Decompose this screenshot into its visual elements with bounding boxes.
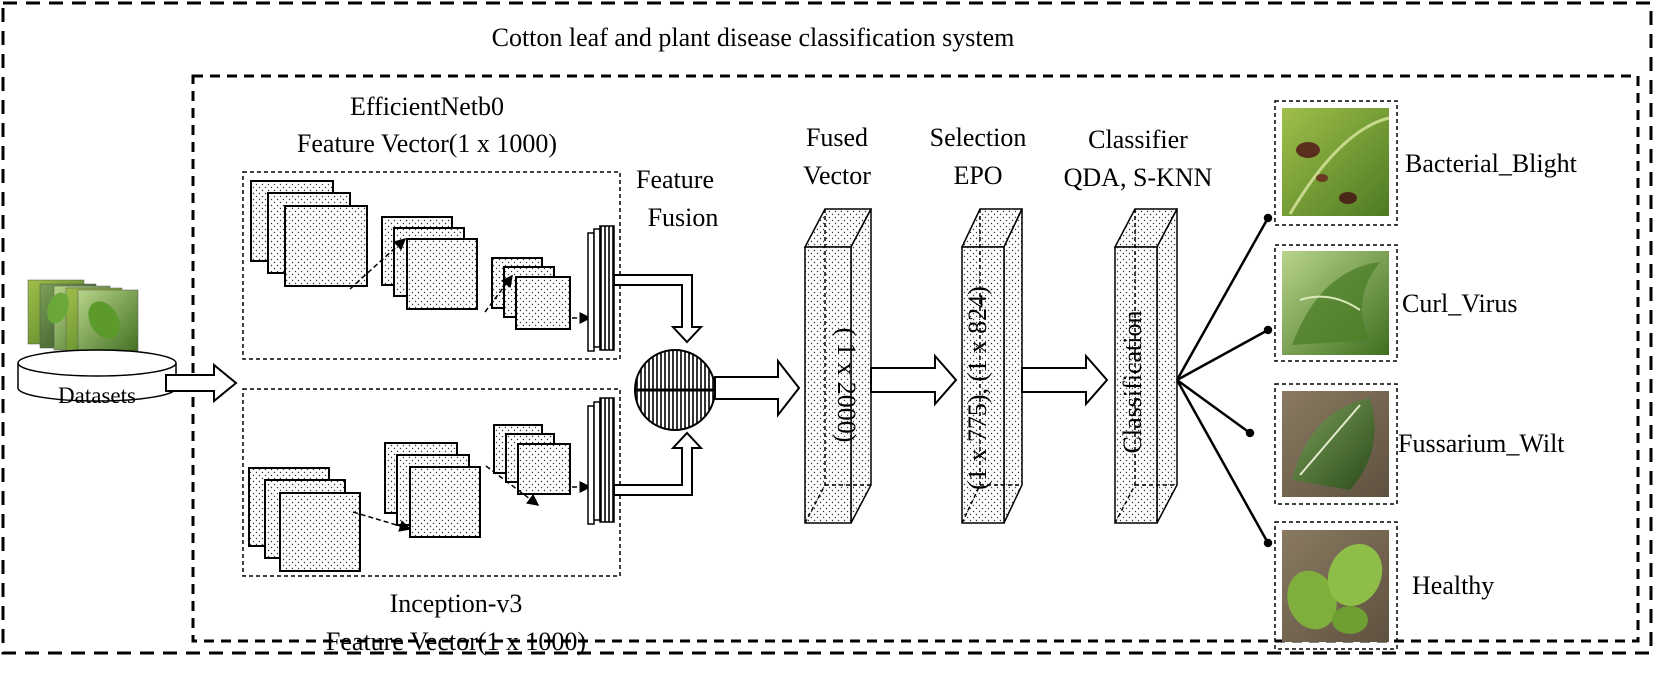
efficientnet-vector-label: Feature Vector(1 x 1000) — [297, 129, 557, 158]
inception-feature-block — [587, 397, 615, 525]
arrow-fusion-to-fused — [714, 358, 801, 418]
inception-flow-lines — [352, 465, 592, 532]
healthy-image — [1282, 530, 1389, 642]
inception-layers — [248, 424, 571, 572]
inception-box — [242, 388, 621, 577]
datasets-label: Datasets — [58, 383, 136, 408]
class-bacterial-blight — [1274, 100, 1398, 226]
class-label-healthy: Healthy — [1412, 571, 1494, 600]
selection-label-2: EPO — [953, 161, 1002, 190]
inception-vector-label: Feature Vector(1 x 1000) — [326, 627, 586, 656]
inner-frame — [191, 74, 1640, 643]
inception-title: Inception-v3 — [390, 589, 523, 618]
classifier-block — [1113, 208, 1179, 524]
selection-size: (1 x 775), (1 x 824) — [963, 286, 992, 490]
arrow-datasets-to-networks — [165, 362, 238, 404]
datasets-group: Datasets — [17, 279, 177, 408]
efficientnet-title: EfficientNetb0 — [350, 92, 504, 121]
efficientnet-layers — [250, 180, 571, 330]
output-connectors — [1175, 213, 1273, 548]
class-label-fussarium-wilt: Fussarium_Wilt — [1398, 429, 1565, 458]
efficientnet-flow-lines — [349, 237, 592, 324]
database-disc-top — [17, 349, 177, 377]
fusion-connectors — [613, 274, 704, 496]
feature-fusion-label-2: Fusion — [648, 203, 719, 232]
classifier-label-1: Classifier — [1088, 125, 1188, 154]
class-fussarium-wilt — [1274, 383, 1398, 505]
feature-fusion-label-1: Feature — [636, 165, 714, 194]
class-healthy — [1274, 521, 1398, 650]
fused-vector-label-2: Vector — [803, 161, 871, 190]
fussarium-wilt-image — [1282, 391, 1389, 497]
selection-label-1: Selection — [930, 123, 1027, 152]
class-label-curl-virus: Curl_Virus — [1402, 289, 1517, 318]
classifier-label-2: QDA, S-KNN — [1064, 163, 1213, 192]
class-curl-virus — [1274, 244, 1398, 362]
arrow-fused-to-selection — [870, 353, 958, 407]
bacterial-blight-image — [1282, 108, 1390, 216]
selection-block — [960, 208, 1024, 524]
efficientnet-feature-block — [587, 225, 615, 352]
fused-vector-block — [803, 208, 873, 524]
classification-label: Classification — [1118, 311, 1147, 454]
fused-vector-label-1: Fused — [806, 123, 868, 152]
dataset-images — [27, 279, 139, 355]
curl-virus-image — [1282, 251, 1389, 355]
fused-vector-size: ( 1 x 2000) — [832, 328, 861, 443]
efficientnet-box — [242, 171, 621, 360]
system-title: Cotton leaf and plant disease classifica… — [492, 23, 1015, 52]
class-label-bacterial-blight: Bacterial_Blight — [1405, 149, 1578, 178]
arrow-selection-to-classifier — [1021, 353, 1109, 407]
